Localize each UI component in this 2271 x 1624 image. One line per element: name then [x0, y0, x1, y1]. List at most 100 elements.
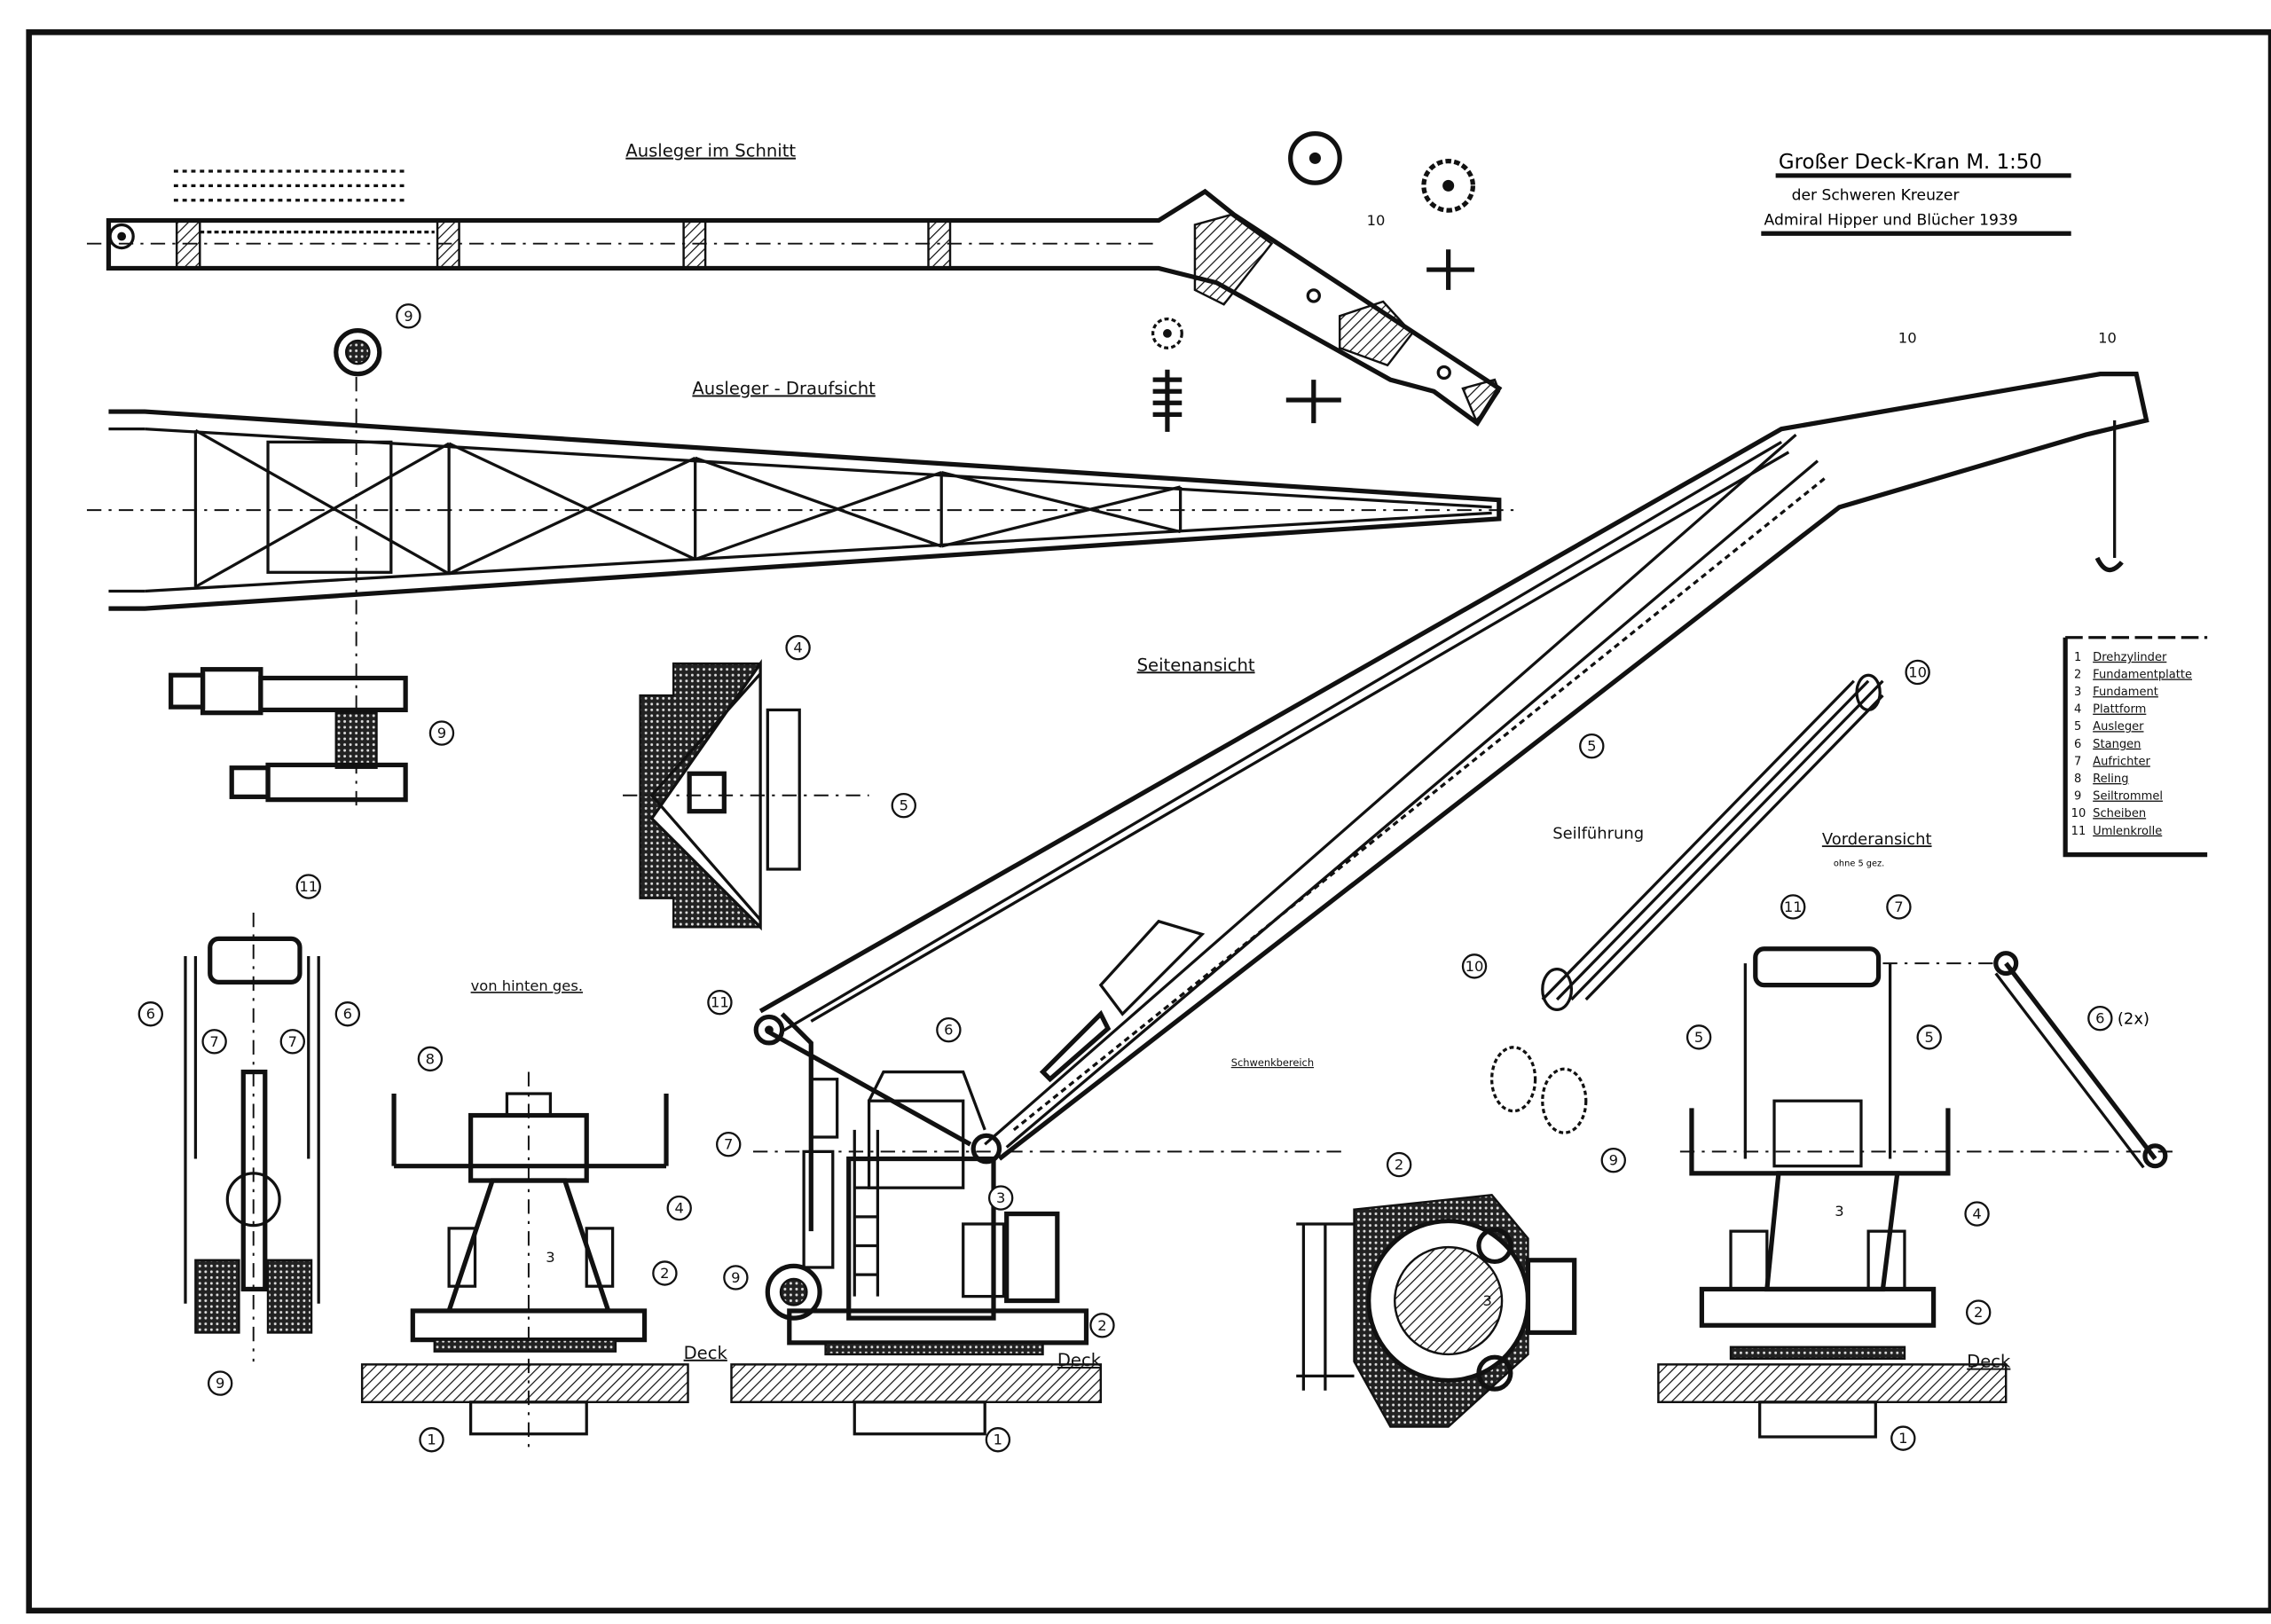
svg-text:11: 11: [299, 878, 318, 895]
svg-text:2: 2: [1097, 1317, 1106, 1334]
svg-text:7: 7: [2074, 755, 2081, 768]
callout: 4: [666, 1195, 692, 1221]
svg-text:5: 5: [2074, 720, 2081, 734]
svg-text:7: 7: [209, 1033, 218, 1050]
svg-text:6: 6: [2095, 1010, 2104, 1027]
svg-text:2: 2: [660, 1265, 669, 1282]
svg-text:9: 9: [216, 1375, 224, 1392]
callout: 6: [2087, 1005, 2113, 1032]
callout: 4: [1964, 1201, 1990, 1227]
svg-text:6: 6: [2074, 738, 2081, 751]
svg-text:3: 3: [1835, 1203, 1843, 1220]
svg-text:7: 7: [1894, 898, 1903, 915]
callout: 1: [985, 1427, 1011, 1453]
legend-item: Fundament: [2093, 686, 2158, 699]
svg-text:5: 5: [1924, 1029, 1933, 1046]
callout: 8: [417, 1046, 444, 1072]
svg-text:10: 10: [1908, 663, 1927, 680]
callout: 2: [1089, 1313, 1115, 1338]
callout: 2: [1966, 1299, 1992, 1325]
rope-guide: [1490, 673, 1884, 1134]
callout: 9: [723, 1265, 749, 1291]
svg-text:2: 2: [2074, 668, 2081, 681]
svg-text:10: 10: [1466, 958, 1484, 975]
svg-text:10: 10: [1367, 212, 1386, 229]
svg-text:7: 7: [724, 1136, 733, 1153]
title-block: Großer Deck-Kran M. 1:50 der Schweren Kr…: [1761, 151, 2071, 236]
callout: 1: [1890, 1425, 1916, 1451]
callout: 11: [1780, 894, 1806, 920]
callout: 10: [1367, 212, 1386, 229]
svg-text:3: 3: [1483, 1292, 1492, 1309]
callout: 10: [1898, 329, 1917, 346]
callout: 10: [1905, 659, 1930, 686]
svg-text:3: 3: [2074, 686, 2081, 699]
legend-item: Drehzylinder: [2093, 651, 2167, 664]
sheave-details: [334, 130, 1476, 432]
deck-label: Deck: [1967, 1352, 2011, 1372]
svg-text:10: 10: [2071, 807, 2086, 820]
legend-item: Aufrichter: [2093, 755, 2150, 768]
callout: 6: [334, 1001, 361, 1027]
svg-text:9: 9: [437, 725, 446, 741]
svg-text:5: 5: [1694, 1029, 1703, 1046]
callout: 3: [1483, 1292, 1492, 1309]
legend: 1 Drehzylinder 2 Fundamentplatte 3 Fundamen…: [2063, 636, 2208, 858]
svg-text:11: 11: [711, 994, 729, 1011]
twice-label: (2x): [2118, 1010, 2149, 1029]
callout: 5: [1579, 734, 1605, 759]
svg-text:2: 2: [1974, 1304, 1983, 1321]
legend-item: Reling: [2093, 773, 2128, 786]
label-slew-range: Schwenkbereich: [1231, 1056, 1314, 1069]
label-rope-guide: Seilführung: [1552, 825, 1644, 843]
svg-text:6: 6: [146, 1006, 155, 1023]
boom-section-view: [86, 169, 1503, 427]
pivot-section: [623, 658, 869, 931]
legend-item: Scheiben: [2093, 807, 2146, 820]
svg-text:1: 1: [2074, 651, 2081, 664]
svg-text:3: 3: [996, 1189, 1005, 1206]
label-side-view: Seitenansicht: [1137, 655, 1255, 675]
callout: 2: [652, 1260, 678, 1286]
deck-label: Deck: [1057, 1350, 1102, 1370]
svg-text:11: 11: [2071, 825, 2086, 838]
svg-text:9: 9: [731, 1269, 740, 1286]
svg-text:5: 5: [900, 797, 908, 814]
legend-item: Umlenkrolle: [2093, 825, 2162, 838]
deck-label: Deck: [684, 1343, 728, 1363]
svg-text:8: 8: [2074, 773, 2081, 786]
callout: 1: [419, 1427, 444, 1453]
legend-item: Stangen: [2093, 738, 2141, 751]
callout: 10: [2098, 329, 2117, 346]
callout: 9: [428, 720, 455, 746]
svg-text:6: 6: [343, 1006, 352, 1023]
svg-text:7: 7: [288, 1033, 297, 1050]
label-front-note: ohne 5 gez.: [1834, 859, 1884, 869]
callout: 5: [891, 792, 916, 819]
callout: 11: [707, 989, 733, 1016]
svg-text:1: 1: [994, 1432, 1002, 1448]
callout: 3: [987, 1185, 1014, 1211]
sheet-border: [26, 29, 2271, 1614]
svg-text:6: 6: [944, 1022, 953, 1039]
aframe-view: [184, 912, 320, 1362]
callout: 5: [1916, 1024, 1942, 1050]
drum-details: [169, 667, 408, 803]
svg-text:10: 10: [1898, 329, 1917, 346]
legend-item: Plattform: [2093, 703, 2146, 717]
svg-text:5: 5: [1587, 738, 1596, 755]
legend-item: Fundamentplatte: [2093, 668, 2192, 681]
title-line2: der Schweren Kreuzer: [1792, 187, 1961, 205]
callout: 6: [936, 1017, 962, 1043]
callout: 4: [785, 634, 811, 661]
label-boom-top: Ausleger - Draufsicht: [692, 378, 876, 398]
legend-item: Seiltrommel: [2093, 790, 2163, 804]
label-rear-view: von hinten ges.: [471, 977, 583, 994]
callout: 6: [138, 1001, 163, 1027]
svg-text:9: 9: [2074, 790, 2081, 804]
svg-text:1: 1: [1898, 1430, 1907, 1447]
svg-text:8: 8: [426, 1050, 435, 1067]
turntable-plan: [1296, 1194, 1577, 1428]
legend-item: Ausleger: [2093, 720, 2144, 734]
